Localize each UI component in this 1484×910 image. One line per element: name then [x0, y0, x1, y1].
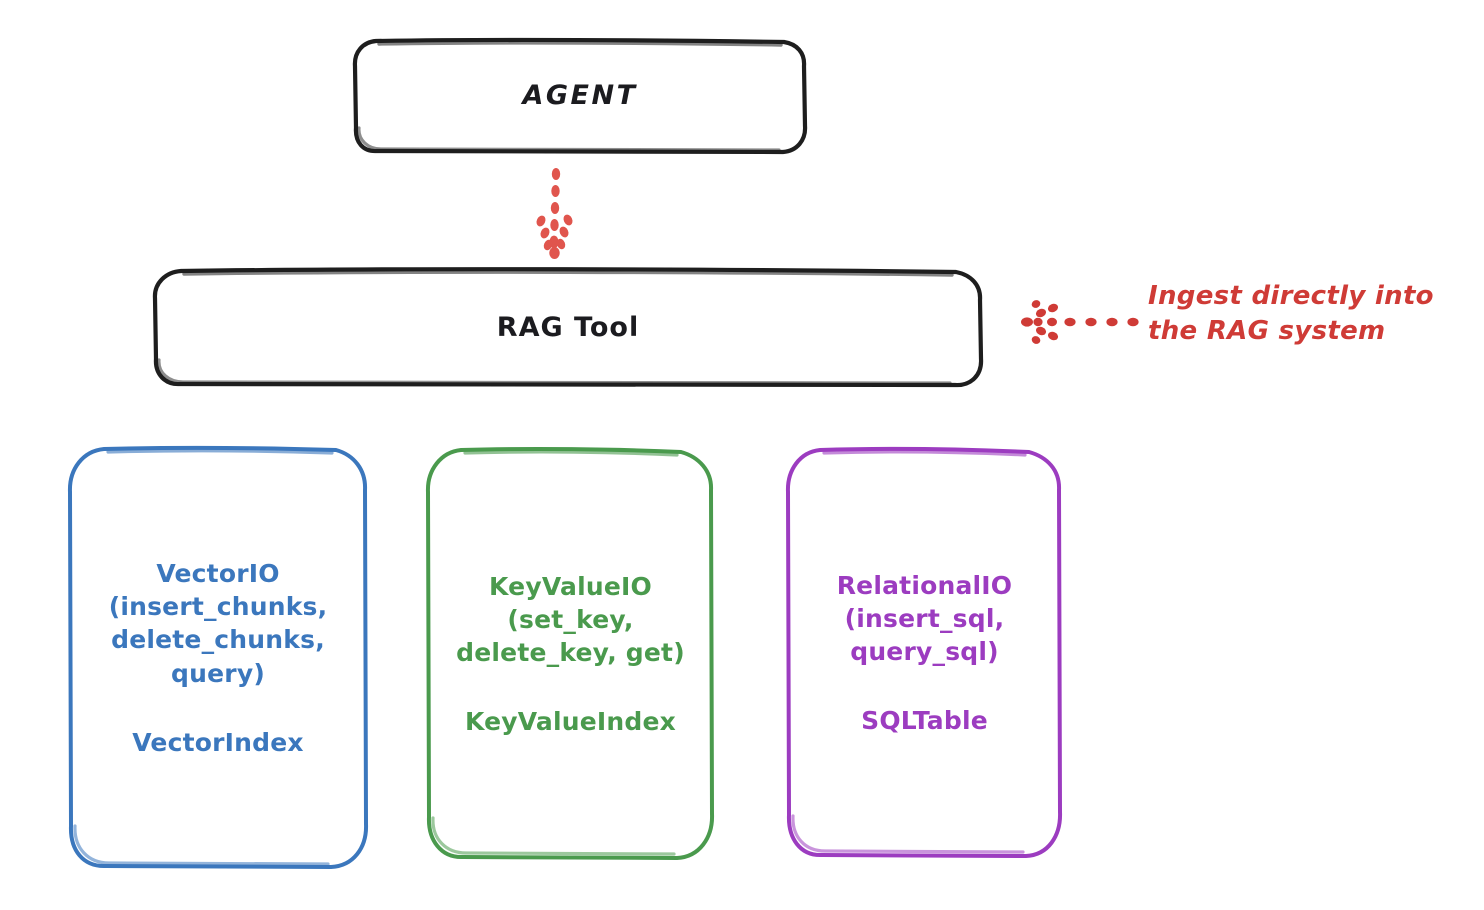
relationalio-table-label: SQLTable: [861, 706, 988, 736]
agent-box-outline: [352, 37, 808, 155]
keyvalueio-node[interactable]: KeyValueIO (set_key, delete_key, get) Ke…: [428, 450, 713, 858]
vectorio-node[interactable]: VectorIO (insert_chunks, delete_chunks, …: [70, 448, 366, 868]
keyvalueio-index-label: KeyValueIndex: [464, 707, 677, 737]
agent-label: AGENT: [522, 80, 638, 112]
vectorio-box-outline: [67, 445, 369, 869]
vectorio-index-label: VectorIndex: [132, 727, 304, 757]
keyvalueio-box-outline: [425, 446, 715, 860]
rag-tool-node[interactable]: RAG Tool: [155, 270, 981, 386]
connector-annotation-to-rag-tool: [1021, 300, 1139, 344]
vectorio-label: VectorIO (insert_chunks, delete_chunks, …: [108, 558, 328, 688]
rag-tool-label: RAG Tool: [496, 311, 640, 343]
relationalio-box-outline: [785, 446, 1063, 858]
relationalio-label: RelationalIO (insert_sql, query_sql): [836, 570, 1013, 667]
relationalio-node[interactable]: RelationalIO (insert_sql, query_sql) SQL…: [788, 450, 1061, 856]
connector-agent-to-rag-tool: [536, 168, 573, 259]
keyvalueio-label: KeyValueIO (set_key, delete_key, get): [456, 571, 685, 668]
rag-tool-box-outline: [152, 267, 984, 388]
agent-node[interactable]: AGENT: [355, 40, 805, 153]
ingest-annotation-text: Ingest directly into the RAG system: [1148, 281, 1434, 347]
